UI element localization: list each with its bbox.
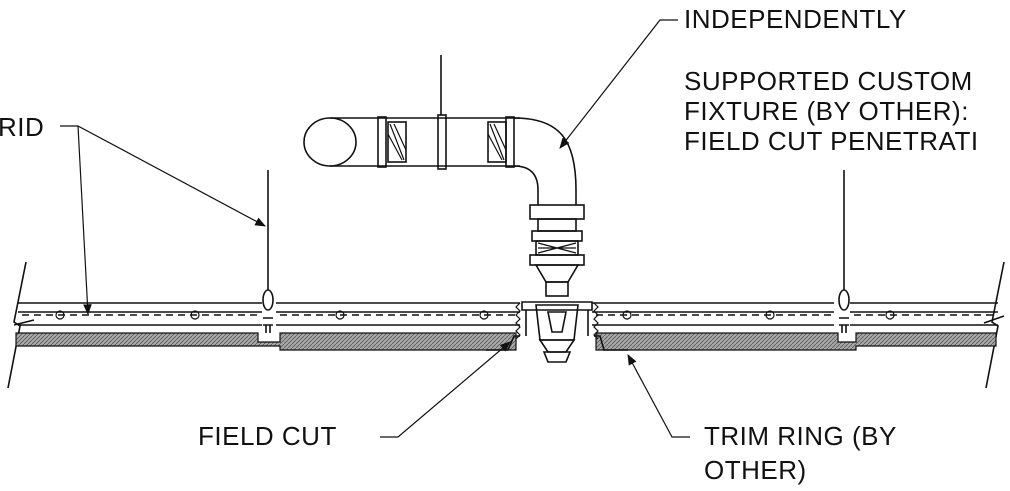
custom-fixture-label-line-3: FIXTURE (BY OTHER): xyxy=(684,96,969,126)
ceiling-tiles xyxy=(15,332,997,351)
custom-fixture-pipe xyxy=(303,55,520,170)
vertical-drop-fittings xyxy=(529,204,585,297)
field-cut-label: FIELD CUT xyxy=(198,421,337,451)
leader-lines xyxy=(60,19,690,438)
custom-fixture-label-line-4: FIELD CUT PENETRATI xyxy=(684,126,979,156)
pipe-elbow xyxy=(513,117,577,205)
custom-fixture-label-line-1: INDEPENDENTLY xyxy=(684,4,907,34)
ceiling-grid-tee-left xyxy=(13,302,262,326)
ceiling-grid-tee-right xyxy=(850,302,1005,326)
custom-fixture-label-line-2: SUPPORTED CUSTOM xyxy=(684,66,973,96)
sprinkler-head xyxy=(515,301,599,363)
ceiling-grid-tee-middle-right xyxy=(592,302,834,326)
trim-ring-label-line-2: OTHER) xyxy=(704,455,807,485)
hanger-wire-left xyxy=(262,170,274,333)
ceiling-grid-tee-middle-left xyxy=(276,302,520,326)
grid-label: RID xyxy=(0,112,45,142)
trim-ring xyxy=(486,335,628,351)
hanger-wire-right xyxy=(838,170,850,333)
trim-ring-label-line-1: TRIM RING (BY xyxy=(704,421,897,451)
